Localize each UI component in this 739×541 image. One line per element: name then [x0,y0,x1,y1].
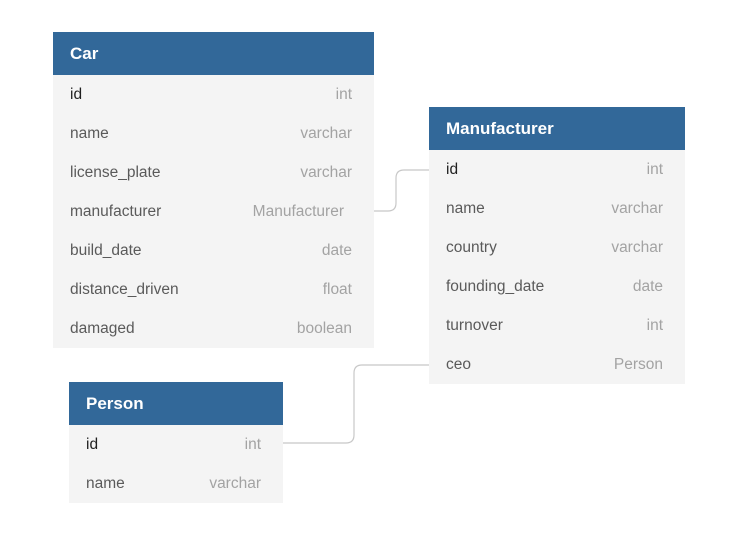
manufacturer-field-turnover[interactable]: turnover int [429,306,685,345]
connector-car-manufacturer [374,169,430,212]
field-type: int [646,316,663,334]
manufacturer-table[interactable]: Manufacturer id int name varchar country… [429,107,685,384]
field-type: Manufacturer [252,202,344,220]
field-name: id [446,160,459,178]
connector-manufacturer-person [283,364,430,444]
field-name: manufacturer [70,202,162,220]
field-type: date [321,241,352,259]
car-field-name[interactable]: name varchar [53,114,374,153]
car-field-damaged[interactable]: damaged boolean [53,309,374,348]
field-type: date [632,277,663,295]
manufacturer-field-country[interactable]: country varchar [429,228,685,267]
field-type: int [244,435,261,453]
field-name: name [446,199,485,217]
field-name: name [70,124,109,142]
field-name: country [446,238,497,256]
field-name: founding_date [446,277,545,295]
person-table-header[interactable]: Person [69,382,283,425]
field-type: varchar [209,474,261,492]
field-name: license_plate [70,163,161,181]
field-name: turnover [446,316,503,334]
field-type: Person [613,355,663,373]
field-type: varchar [300,124,352,142]
field-name: damaged [70,319,135,337]
field-name: ceo [446,355,471,373]
car-field-distance-driven[interactable]: distance_driven float [53,270,374,309]
field-name: name [86,474,125,492]
field-type: varchar [611,199,663,217]
car-field-license-plate[interactable]: license_plate varchar [53,153,374,192]
field-type: varchar [300,163,352,181]
manufacturer-table-header[interactable]: Manufacturer [429,107,685,150]
field-name: id [86,435,99,453]
car-field-manufacturer[interactable]: manufacturer Manufacturer [53,192,374,231]
car-table[interactable]: Car id int name varchar license_plate va… [53,32,374,348]
manufacturer-field-id[interactable]: id int [429,150,685,189]
field-name: build_date [70,241,142,259]
person-field-name[interactable]: name varchar [69,464,283,503]
field-type: float [322,280,352,298]
manufacturer-field-founding-date[interactable]: founding_date date [429,267,685,306]
field-name: distance_driven [70,280,179,298]
person-field-id[interactable]: id int [69,425,283,464]
field-type: boolean [296,319,352,337]
field-type: varchar [611,238,663,256]
field-type: int [335,85,352,103]
field-name: id [70,85,83,103]
field-type: int [646,160,663,178]
manufacturer-field-ceo[interactable]: ceo Person [429,345,685,384]
car-field-id[interactable]: id int [53,75,374,114]
manufacturer-field-name[interactable]: name varchar [429,189,685,228]
car-table-header[interactable]: Car [53,32,374,75]
person-table[interactable]: Person id int name varchar [69,382,283,503]
car-field-build-date[interactable]: build_date date [53,231,374,270]
